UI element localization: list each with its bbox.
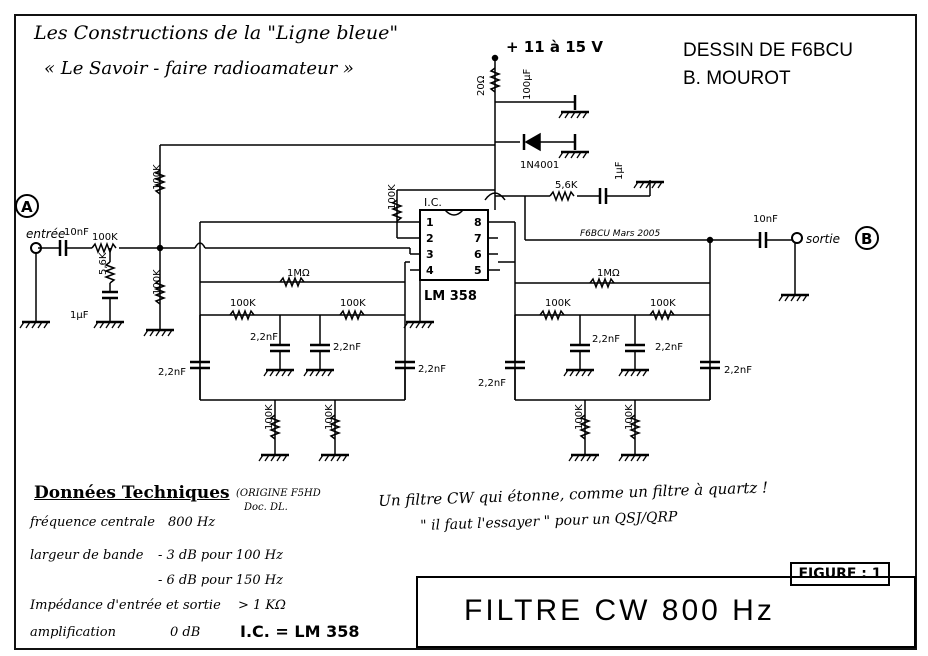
s1-c-mid1-label: 2,2nF	[250, 332, 278, 343]
title-box: FILTRE CW 800 Hz	[416, 576, 916, 648]
c-1uf-top-label: 1µF	[614, 161, 625, 180]
spec-row-5-value: 0 dB	[170, 625, 201, 640]
ground-symbol-input	[18, 320, 52, 330]
ground-symbol-s1r1	[257, 453, 291, 463]
drawing-frame	[14, 14, 917, 650]
s1-c-mid2-label: 2,2nF	[333, 342, 361, 353]
output-label: sortie	[806, 232, 840, 246]
input-label: entrée	[26, 227, 65, 241]
node-a-label: A	[21, 198, 33, 216]
author-line2: B. MOUROT	[683, 68, 791, 89]
spec-row-3-value: - 6 dB pour 150 Hz	[158, 573, 283, 588]
signature-label: F6BCU Mars 2005	[580, 229, 661, 239]
author-line1: DESSIN DE F6BCU	[683, 40, 853, 61]
c-in-bypass-label: 1µF	[70, 310, 89, 321]
specs-title: Données Techniques	[34, 483, 230, 503]
ic-label: I.C.	[424, 196, 442, 209]
specs-ic-note: I.C. = LM 358	[240, 622, 360, 641]
ic-pin-8: 8	[474, 216, 482, 229]
s1-r-gnd2-label: 100K	[324, 404, 335, 430]
s2-r-fb-label: 1MΩ	[597, 268, 620, 279]
s1-c-right-label: 2,2nF	[418, 364, 446, 375]
s2-c-right-label: 2,2nF	[724, 365, 752, 376]
diode-label: 1N4001	[520, 160, 559, 171]
s1-r-gnd1-label: 100K	[264, 404, 275, 430]
ground-symbol-bias	[142, 328, 176, 338]
s1-c-left-label: 2,2nF	[158, 367, 186, 378]
spec-row-5-label: amplification	[30, 625, 116, 640]
r-supply-label: 20Ω	[476, 75, 487, 96]
node-b-label: B	[861, 230, 872, 248]
ic-pin-4: 4	[426, 264, 434, 277]
ic-pin-2: 2	[426, 232, 434, 245]
ground-symbol-decoupling	[632, 180, 666, 190]
node-a-circle	[15, 194, 39, 218]
spec-row-1-label: fréquence centrale	[30, 515, 155, 530]
r-in-label: 100K	[92, 232, 118, 243]
ground-symbol-s2c2	[617, 368, 651, 378]
ic-pin-3: 3	[426, 248, 434, 261]
r-5k6-in-label: 5,6K	[98, 252, 109, 275]
s2-c-mid2-label: 2,2nF	[655, 342, 683, 353]
specs-origin-line2: Doc. DL.	[244, 502, 288, 513]
ic-pin-7: 7	[474, 232, 482, 245]
spec-row-2-label: largeur de bande	[30, 548, 144, 563]
ground-symbol-output	[777, 293, 811, 303]
s1-r-fb-label: 1MΩ	[287, 268, 310, 279]
ground-symbol-ic	[402, 320, 436, 330]
node-b-circle	[855, 226, 879, 250]
c-in-label: 10nF	[64, 227, 89, 238]
r-5k6-top-label: 5,6K	[555, 180, 578, 191]
spec-row-2-value: - 3 dB pour 100 Hz	[158, 548, 283, 563]
main-title: FILTRE CW 800 Hz	[464, 594, 775, 627]
s2-r-right-label: 100K	[650, 298, 676, 309]
ground-symbol-input-bypass	[92, 320, 126, 330]
r-100k-bias-top-label: 100K	[152, 164, 163, 190]
ground-symbol-s2r2	[617, 453, 651, 463]
s2-r-gnd1-label: 100K	[574, 404, 585, 430]
ic-pin-5: 5	[474, 264, 482, 277]
s2-c-mid1-label: 2,2nF	[592, 334, 620, 345]
ground-symbol-s2c1	[562, 368, 596, 378]
ic-pin-6: 6	[474, 248, 482, 261]
ground-symbol-supply	[557, 110, 591, 120]
ground-symbol-s1c1	[262, 368, 296, 378]
s2-r-gnd2-label: 100K	[624, 404, 635, 430]
figure-label: FIGURE : 1	[790, 562, 890, 586]
supply-label: + 11 à 15 V	[506, 38, 603, 56]
ground-symbol-s2r1	[567, 453, 601, 463]
spec-row-4-label: Impédance d'entrée et sortie	[30, 598, 221, 613]
r-100k-bias-bot-label: 100K	[152, 269, 163, 295]
spec-row-1-value: 800 Hz	[168, 515, 216, 530]
r-100k-fb-label: 100K	[387, 184, 398, 210]
c-supply-label: 100µF	[522, 69, 533, 100]
spec-row-4-value: > 1 KΩ	[238, 598, 286, 613]
ground-symbol-s1c2	[302, 368, 336, 378]
header-line1: Les Constructions de la "Ligne bleue"	[34, 22, 399, 44]
ground-symbol-s1r2	[317, 453, 351, 463]
ic-part-label: LM 358	[424, 289, 477, 304]
c-out-label: 10nF	[753, 214, 778, 225]
s2-c-left-label: 2,2nF	[478, 378, 506, 389]
s1-r-right-label: 100K	[340, 298, 366, 309]
ic-pin-1: 1	[426, 216, 434, 229]
ground-symbol-diode	[557, 150, 591, 160]
s1-r-left-label: 100K	[230, 298, 256, 309]
s2-r-left-label: 100K	[545, 298, 571, 309]
specs-origin-line1: (ORIGINE F5HD	[236, 488, 321, 499]
header-line2: « Le Savoir - faire radioamateur »	[44, 58, 354, 79]
